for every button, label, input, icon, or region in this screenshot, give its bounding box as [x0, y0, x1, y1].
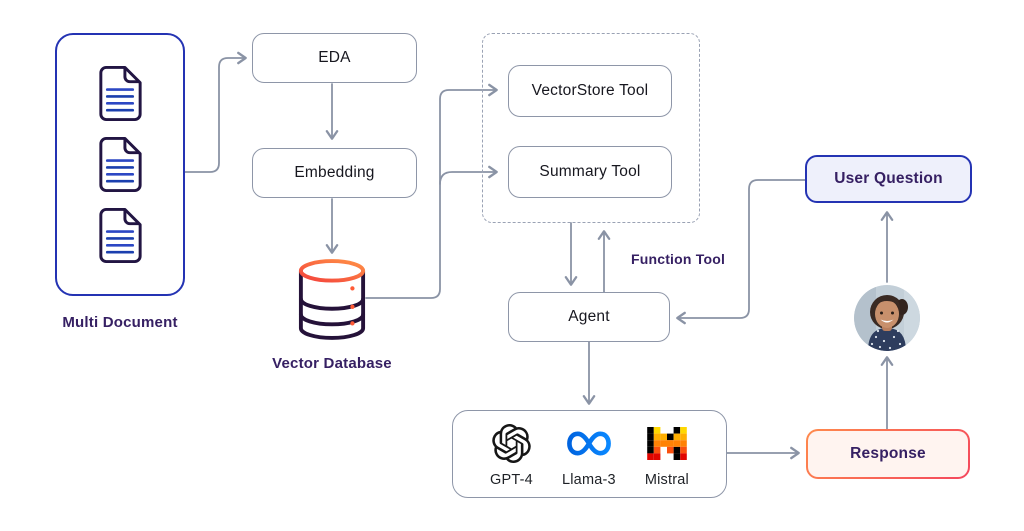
vectorstore-tool-label: VectorStore Tool	[531, 82, 649, 99]
llm-providers-box: GPT-4 Llama-3	[452, 410, 727, 498]
arrow-vectordb-to-summary	[439, 165, 498, 185]
document-icon	[99, 65, 142, 122]
llm-item-llama3: Llama-3	[562, 423, 616, 488]
vector-database-icon	[298, 259, 366, 340]
multi-document-group	[55, 33, 185, 296]
summary-tool-box: Summary Tool	[508, 146, 672, 198]
document-icon	[99, 207, 142, 264]
openai-icon	[492, 424, 531, 463]
user-avatar	[854, 285, 920, 351]
embedding-box: Embedding	[252, 148, 417, 198]
llm-item-gpt4: GPT-4	[490, 423, 533, 488]
document-icon	[99, 136, 142, 193]
response-label: Response	[850, 445, 926, 462]
vectorstore-tool-box: VectorStore Tool	[508, 65, 672, 117]
function-tools-group	[482, 33, 700, 223]
mistral-icon	[647, 427, 687, 460]
mistral-label: Mistral	[644, 471, 689, 488]
summary-tool-label: Summary Tool	[539, 163, 641, 180]
llm-item-mistral: Mistral	[645, 423, 689, 488]
function-tool-label: Function Tool	[630, 251, 726, 267]
llama3-label: Llama-3	[562, 471, 616, 488]
response-box: Response	[806, 429, 970, 479]
gpt4-label: GPT-4	[490, 471, 533, 488]
agent-label: Agent	[568, 308, 610, 325]
user-avatar-image	[854, 285, 920, 351]
vector-database-label: Vector Database	[272, 355, 392, 372]
multi-document-label: Multi Document	[62, 314, 178, 331]
embedding-label: Embedding	[294, 164, 375, 181]
eda-label: EDA	[318, 49, 351, 66]
user-question-box: User Question	[805, 155, 972, 203]
user-question-label: User Question	[834, 170, 943, 187]
arrow-vectordb-to-vectorstore	[365, 83, 498, 299]
meta-icon	[567, 431, 611, 456]
eda-box: EDA	[252, 33, 417, 83]
arrow-userquestion-to-agent	[676, 179, 806, 325]
agent-box: Agent	[508, 292, 670, 342]
arrow-multidoc-to-eda	[184, 51, 247, 173]
